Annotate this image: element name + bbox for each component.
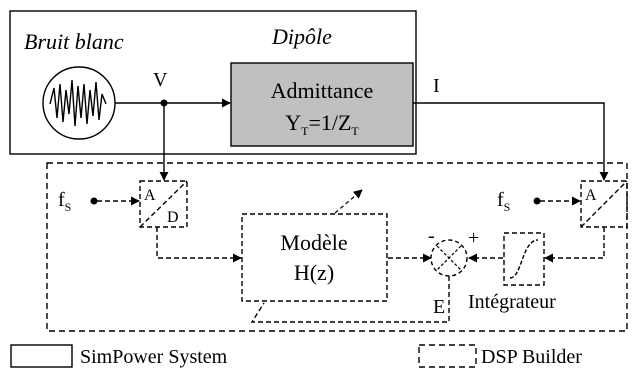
sampling-freq-left: fS (58, 189, 71, 214)
sampling-freq-right: fS (497, 189, 510, 214)
adc-right-to-integrator-wire (544, 227, 605, 263)
admittance-formula: YT=1/ZT (285, 110, 359, 138)
adc-right-a: A (585, 187, 597, 204)
adc-to-model-wire (156, 227, 242, 263)
legend-dsp-label: DSP Builder (481, 346, 582, 368)
legend-simpower-swatch (10, 344, 73, 368)
voltage-label: V (153, 69, 168, 91)
summer-minus: - (428, 225, 435, 247)
admittance-block (230, 62, 414, 147)
adc-left: A D (139, 180, 188, 228)
dipole-label: Dipôle (271, 24, 332, 49)
integrator-block (503, 232, 545, 286)
adaptation-arrow (334, 189, 363, 214)
legend-simpower-label: SimPower System (80, 346, 228, 368)
legend-dsp-swatch (418, 344, 477, 368)
summer-plus: + (468, 227, 479, 249)
adc-left-d: D (167, 209, 179, 226)
error-feedback-wire (250, 276, 450, 323)
noise-source-label: Bruit blanc (24, 29, 124, 54)
adc-left-a: A (144, 187, 156, 204)
legend: SimPower System DSP Builder (10, 344, 582, 368)
integrator-label: Intégrateur (468, 291, 556, 313)
sampling-freq-left-dot (90, 197, 98, 205)
simpower-boundary (9, 10, 417, 155)
admittance-title: Admittance (271, 78, 374, 103)
sampling-freq-right-dot (533, 197, 541, 205)
dsp-boundary (46, 162, 628, 332)
voltage-node (160, 99, 168, 107)
summing-junction: + - (428, 225, 479, 277)
model-title: Modèle (280, 230, 347, 255)
model-block (241, 213, 388, 302)
error-label: E (433, 296, 445, 318)
adc-right: A (580, 180, 628, 228)
model-formula: H(z) (294, 260, 334, 285)
current-label: I (433, 75, 440, 97)
current-wire (413, 102, 609, 181)
noise-source-icon (42, 66, 116, 140)
